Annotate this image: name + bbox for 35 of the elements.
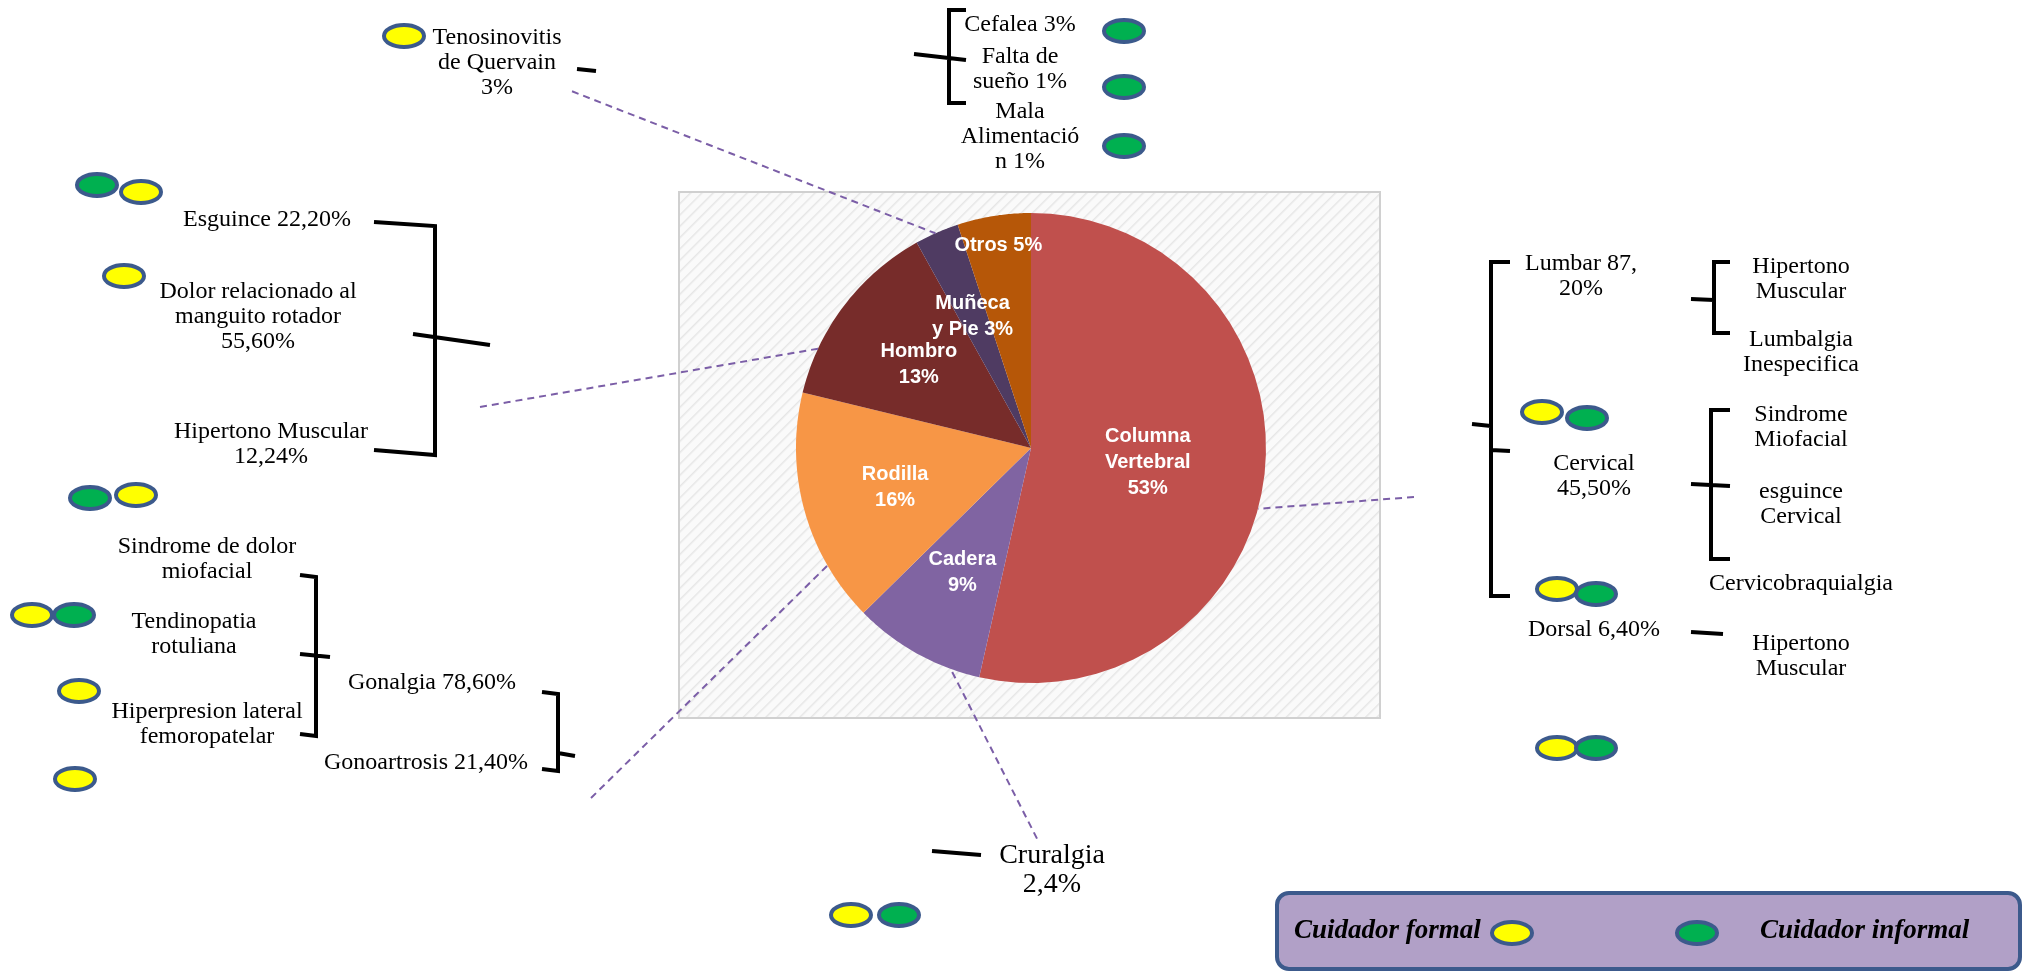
annotation-text: Sindrome de dolor miofacial	[116, 532, 298, 584]
annotation-text: Gonoartrosis 21,40%	[324, 749, 528, 775]
annotation-text: Hiperpresion lateral femoropatelar	[110, 697, 304, 749]
annotation-text: Hipertono Muscular	[1751, 629, 1851, 681]
slice-label: Muñeca y Pie 3%	[931, 289, 1015, 341]
leader-line	[479, 347, 819, 408]
annotation-text: Cruralgia 2,4%	[982, 838, 1122, 898]
slice-label: Columna Vertebral 53%	[1103, 423, 1192, 500]
leader-line	[590, 564, 829, 799]
slice-label: Hombro 13%	[879, 338, 959, 389]
pie-slice	[796, 392, 1031, 613]
annotation-text: Esguince 22,20%	[183, 206, 351, 232]
annotation-text: Cefalea 3%	[964, 11, 1076, 37]
annotation-text: Gonalgia 78,60%	[348, 669, 516, 695]
annotation-text: Hipertono Muscular	[1751, 252, 1851, 304]
annotation-text: Mala Alimentación 1%	[959, 98, 1081, 174]
annotation-text: Dorsal 6,40%	[1528, 616, 1660, 642]
pie-slice	[863, 448, 1031, 678]
legend-label: Cuidador informal	[1760, 913, 1970, 946]
slice-label: Rodilla 16%	[860, 460, 930, 512]
annotation-text: Hipertono Muscular 12,24%	[173, 417, 369, 469]
leader-line	[571, 90, 937, 235]
annotation-text: Lumbalgia Inespecifica	[1742, 325, 1860, 377]
annotation-text: Cervicobraquialgia	[1709, 570, 1893, 596]
annotation-text: Cervical 45,50%	[1552, 449, 1636, 501]
annotation-text: Falta de sueño 1%	[972, 42, 1068, 94]
slice-label: Otros 5%	[954, 231, 1043, 257]
annotation-text: Dolor relacionado al manguito rotador 55,60%	[158, 278, 358, 354]
legend-label: Cuidador formal	[1294, 913, 1481, 946]
annotation-text: Lumbar 87, 20%	[1524, 249, 1638, 301]
annotation-text: Tenosinovitis de Quervain 3%	[422, 24, 572, 100]
annotation-text: Tendinopatia rotuliana	[130, 607, 258, 659]
annotation-text: esguince Cervical	[1758, 477, 1844, 529]
slice-label: Cadera 9%	[927, 546, 998, 598]
annotation-text: Sindrome Miofacial	[1753, 400, 1849, 452]
